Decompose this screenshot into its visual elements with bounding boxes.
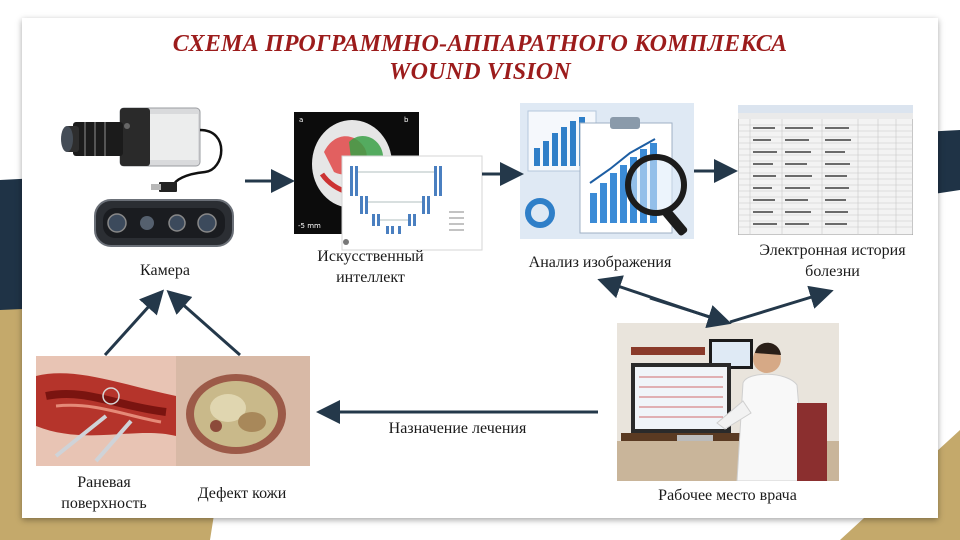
neural-network-diagram-icon: a b -5 mm <box>294 112 484 252</box>
wound-label-line-1: Раневая <box>77 474 131 491</box>
ai-label-line-2: интеллект <box>336 269 405 286</box>
skin-defect-icon <box>176 356 310 466</box>
scale-bar-text: -5 mm <box>298 222 321 230</box>
wound-label-line-2: поверхность <box>61 495 147 512</box>
ai-label-line-1: Искусственный <box>317 248 424 265</box>
doctor-workstation-icon <box>617 323 839 481</box>
ehr-label: Электронная история болезни <box>735 240 930 282</box>
ai-label: Искусственный интеллект <box>288 246 453 288</box>
panel-b-tag: b <box>404 116 409 124</box>
ehr-label-line-1: Электронная история <box>759 242 906 259</box>
panel-a-tag: a <box>299 116 303 124</box>
skin-defect-label: Дефект кожи <box>197 485 287 502</box>
camera-icon <box>55 100 235 260</box>
workstation-label: Рабочее место врача <box>658 487 797 504</box>
wound-surface-icon <box>36 356 176 466</box>
spreadsheet-icon <box>738 105 913 235</box>
ehr-label-line-2: болезни <box>805 263 860 280</box>
magnifier-charts-icon <box>520 103 694 239</box>
wound-label: Раневая поверхность <box>40 472 168 514</box>
title-line-1: СХЕМА ПРОГРАММНО-АППАРАТНОГО КОМПЛЕКСА <box>172 31 788 57</box>
treatment-edge-label: Назначение лечения <box>388 420 527 437</box>
analysis-label: Анализ изображения <box>528 254 672 271</box>
camera-label: Камера <box>140 262 190 279</box>
title-line-2: WOUND VISION <box>389 59 571 85</box>
slide-title: СХЕМА ПРОГРАММНО-АППАРАТНОГО КОМПЛЕКСА W… <box>0 30 960 86</box>
